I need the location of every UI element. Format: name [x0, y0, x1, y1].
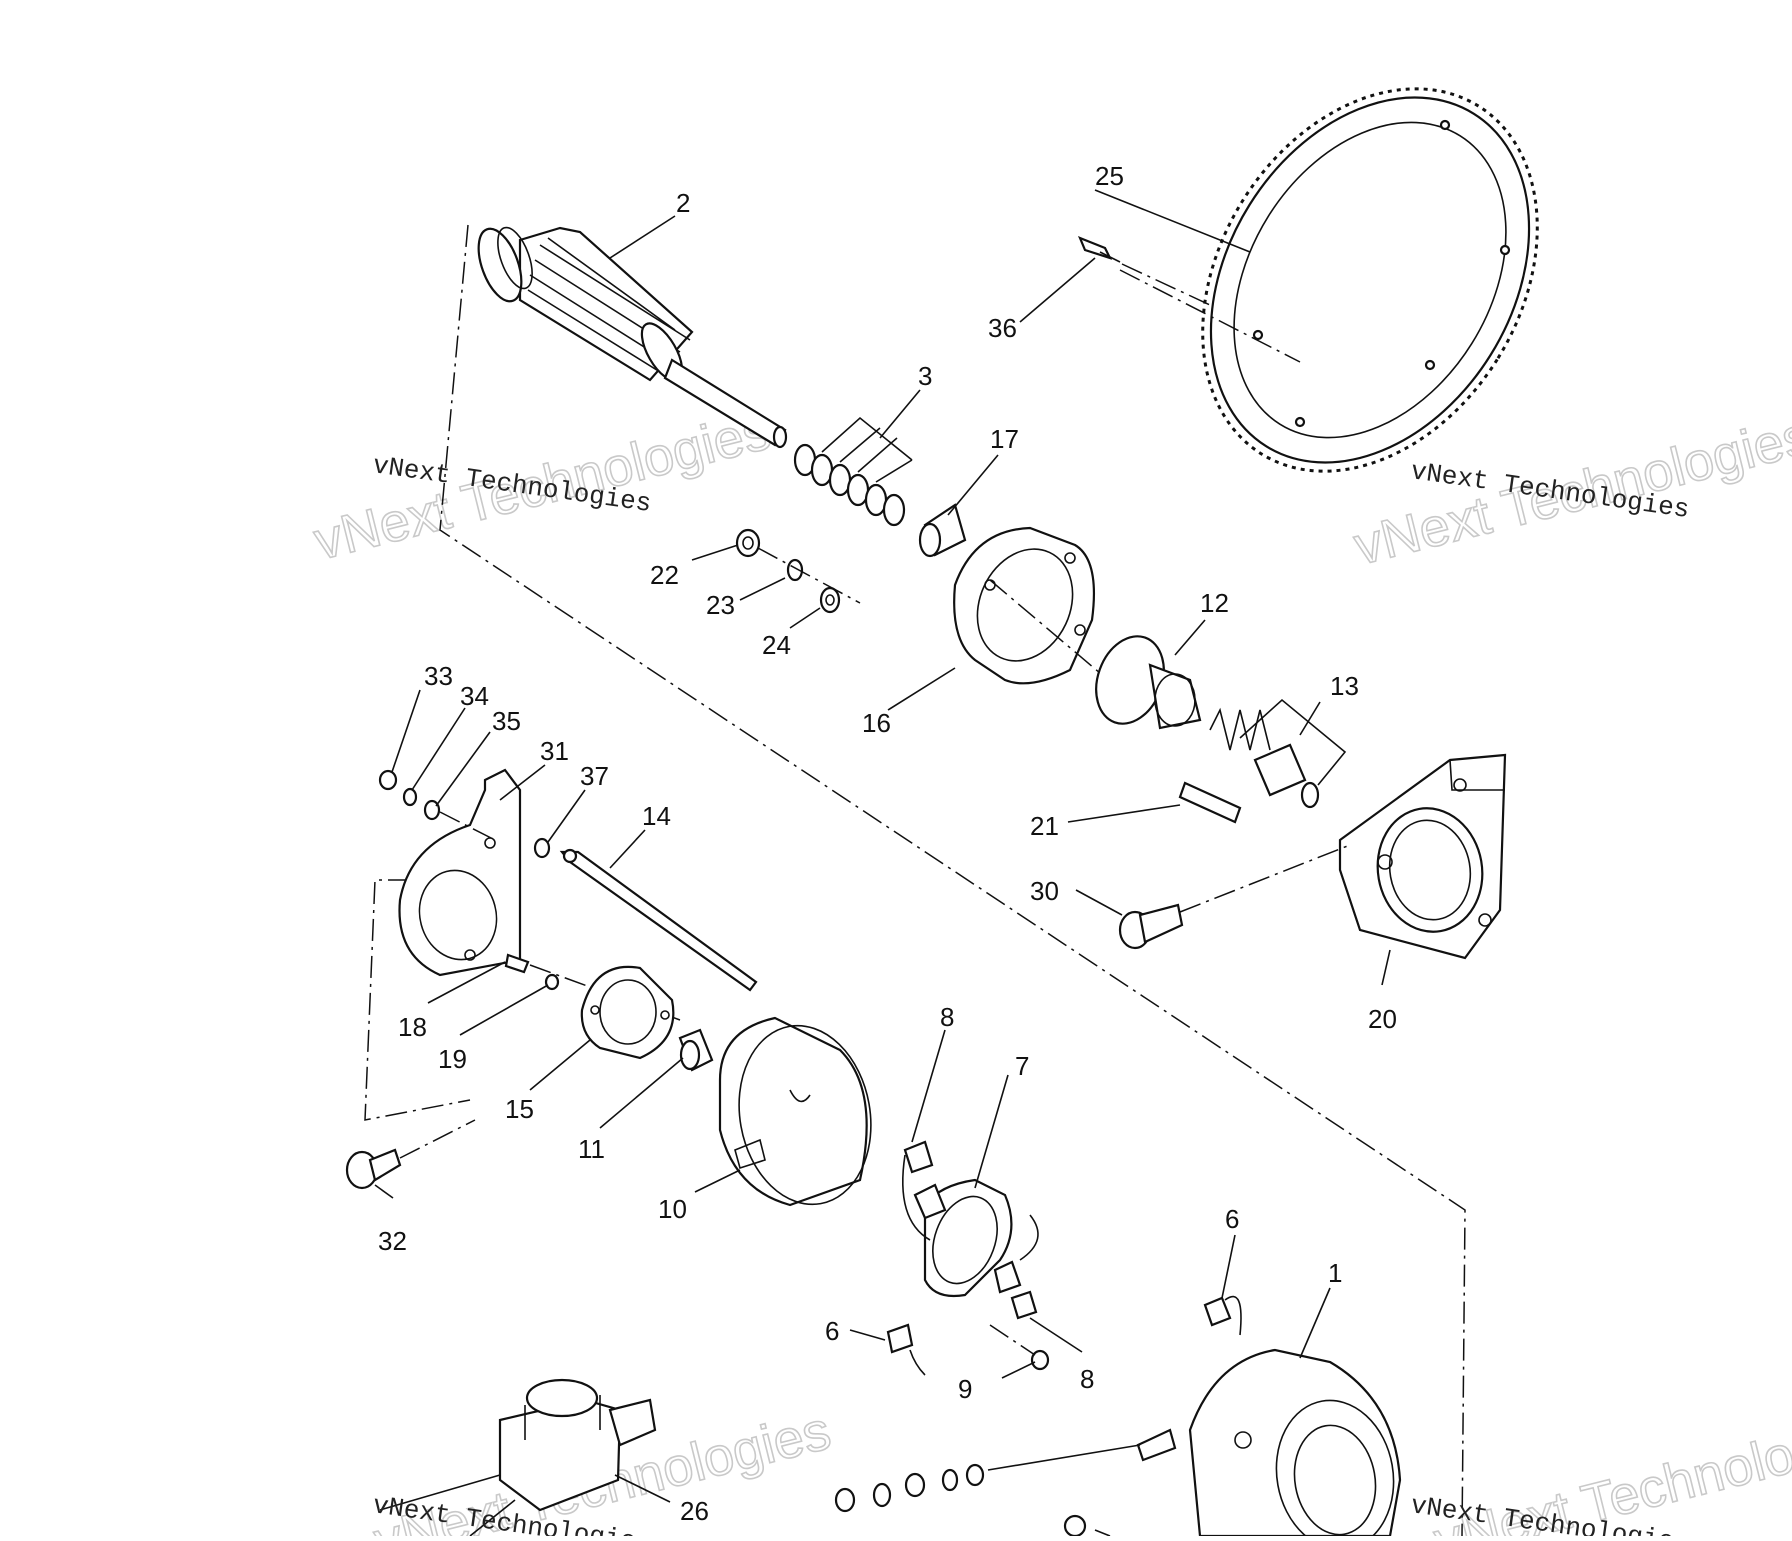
callout-32: 32 [378, 1226, 407, 1256]
brush-holder-7 [902, 1154, 1039, 1298]
callout-1: 1 [1328, 1258, 1342, 1288]
bolt-36 [1077, 236, 1211, 306]
brush-8b [1010, 1290, 1038, 1320]
callout-9: 9 [958, 1374, 972, 1404]
callout-17: 17 [990, 424, 1019, 454]
brush-8a [903, 1140, 934, 1174]
washer-set-3 [793, 416, 913, 527]
callout-10: 10 [658, 1194, 687, 1224]
callout-20: 20 [1368, 1004, 1397, 1034]
armature [477, 226, 788, 449]
callout-2: 2 [676, 188, 690, 218]
callout-11: 11 [578, 1134, 605, 1164]
callout-15: 15 [505, 1094, 534, 1124]
callout-34: 34 [460, 681, 489, 711]
front-housing-16 [953, 526, 1121, 691]
pinion-12 [1095, 635, 1202, 730]
bushing-11 [678, 1028, 714, 1072]
brush-6b [1203, 1295, 1242, 1336]
terminal-hardware [834, 1444, 1141, 1538]
callout-30: 30 [1030, 876, 1059, 906]
callout-35: 35 [492, 706, 521, 736]
bolt-30 [1118, 844, 1351, 950]
end-cover-15 [580, 965, 675, 1060]
callout-6-left: 6 [825, 1316, 839, 1346]
bolt-32 [345, 1119, 476, 1190]
callout-19: 19 [438, 1044, 467, 1074]
assembly-lines [364, 224, 1466, 1537]
callout-24: 24 [762, 630, 791, 660]
screw-9 [989, 1324, 1050, 1371]
through-bolt-14 [533, 837, 758, 992]
bracket-20 [1338, 753, 1507, 960]
pin-21 [1178, 781, 1242, 824]
callout-8-top: 8 [940, 1002, 954, 1032]
callout-6-right: 6 [1225, 1204, 1239, 1234]
end-cover-10 [718, 1016, 872, 1207]
callout-33: 33 [424, 661, 453, 691]
brush-6a [886, 1323, 926, 1376]
yoke-1 [1136, 1348, 1402, 1541]
ring-gear [1119, 87, 1539, 473]
leaders [374, 189, 1391, 1503]
callout-13: 13 [1330, 671, 1359, 701]
washers-22-24 [735, 528, 861, 614]
bushing-17 [918, 503, 967, 558]
callout-3: 3 [918, 361, 932, 391]
callout-14: 14 [642, 801, 671, 831]
callout-18: 18 [398, 1012, 427, 1042]
spring-13 [1209, 698, 1347, 809]
callout-labels: 2 3 17 25 36 22 23 24 16 12 13 21 30 20 … [378, 161, 1397, 1526]
callout-25: 25 [1095, 161, 1124, 191]
callout-21: 21 [1030, 811, 1059, 841]
callout-12: 12 [1200, 588, 1229, 618]
callout-26: 26 [680, 1496, 709, 1526]
callout-16: 16 [862, 708, 891, 738]
callout-37: 37 [580, 761, 609, 791]
solenoid-26 [379, 1378, 657, 1537]
callout-8-lower: 8 [1080, 1364, 1094, 1394]
callout-23: 23 [706, 590, 735, 620]
callout-36: 36 [988, 313, 1017, 343]
rear-plate-31 [398, 768, 522, 977]
callout-7: 7 [1015, 1051, 1029, 1081]
callout-31: 31 [540, 736, 569, 766]
callout-22: 22 [650, 560, 679, 590]
